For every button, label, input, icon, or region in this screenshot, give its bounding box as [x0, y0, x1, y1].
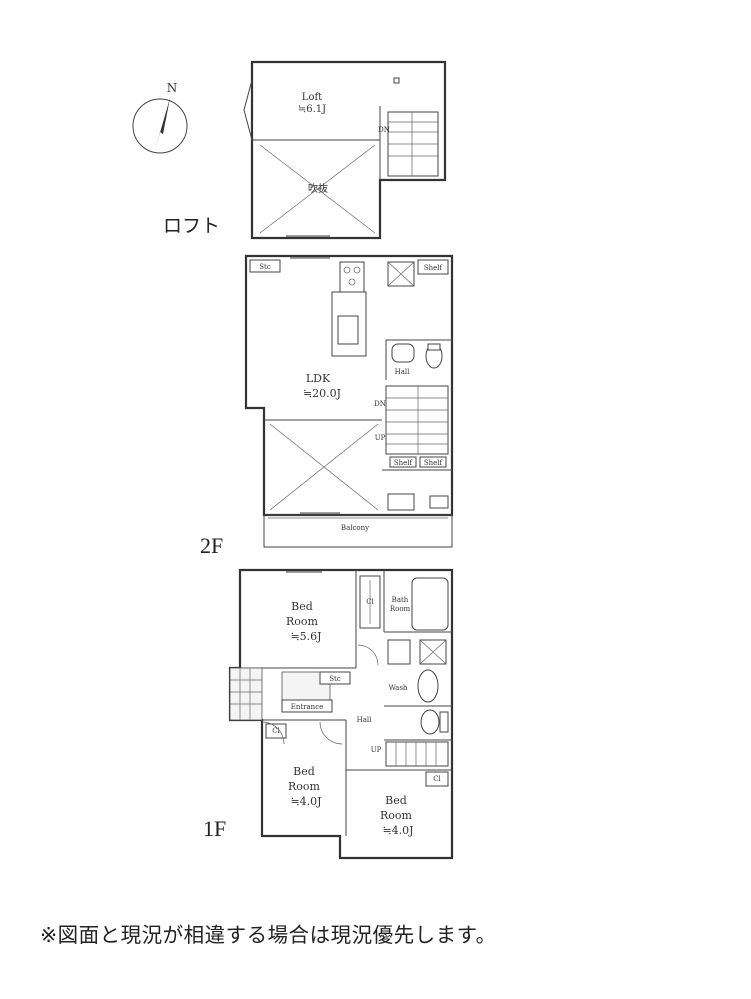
- second-floor-stairs: [385, 385, 449, 455]
- compass-north-label: N: [167, 81, 178, 95]
- bed2-label: Bed: [293, 765, 315, 778]
- second-floor-label: 2F: [200, 533, 223, 558]
- compass: N: [132, 81, 188, 154]
- loft-room-label: Loft: [302, 92, 322, 103]
- shelf2-label: Shelf: [394, 459, 414, 467]
- closet1-label: Cl: [366, 598, 374, 606]
- bed3-size: ≒4.0J: [382, 824, 413, 837]
- bed2-size: ≒4.0J: [290, 795, 321, 808]
- loft-room-size: ≒6.1J: [298, 104, 326, 115]
- entrance-tiles: [229, 667, 263, 721]
- loft-floor: Loft ≒6.1J 吹抜 DN ロフト: [163, 60, 447, 240]
- stove: [339, 261, 365, 293]
- ldk-size: ≒20.0J: [303, 387, 341, 400]
- bath-label-b: Room: [390, 605, 411, 613]
- bed3-label-b: Room: [380, 809, 413, 822]
- hall-label-2f: Hall: [395, 368, 411, 376]
- stair-dn-2f: DN: [374, 400, 386, 408]
- bed1-size: ≒5.6J: [290, 630, 321, 643]
- second-floor: Balcony Stc Shelf Hall: [200, 254, 454, 558]
- bed3-label: Bed: [385, 794, 407, 807]
- closet3-label: Cl: [433, 775, 441, 783]
- first-floor: Bed Room ≒5.6J Cl Bath Room Wash Stc Ent…: [203, 568, 454, 860]
- bath-label: Bath: [392, 596, 409, 604]
- shelf-label: Shelf: [424, 264, 444, 272]
- first-floor-label: 1F: [203, 816, 226, 841]
- balcony: [263, 514, 453, 548]
- bathtub: [411, 577, 449, 631]
- loft-stairs: [387, 111, 439, 177]
- stc-label: Stc: [259, 263, 271, 271]
- stair-up-1f: UP: [371, 746, 382, 754]
- disclaimer-note: ※図面と現況が相違する場合は現況優先します。: [40, 923, 497, 947]
- hall-label-1f: Hall: [357, 716, 373, 724]
- stair-up-2f: UP: [375, 434, 386, 442]
- bed1-label-b: Room: [286, 615, 319, 628]
- closet2-label: Cl: [272, 727, 280, 735]
- loft-floor-label: ロフト: [163, 215, 220, 237]
- loft-stair-label: DN: [378, 126, 390, 134]
- first-floor-stairs: [385, 741, 449, 767]
- compass-needle-icon: [155, 98, 170, 150]
- bed1-label: Bed: [291, 600, 313, 613]
- balcony-label: Balcony: [341, 524, 369, 532]
- bed2-label-b: Room: [288, 780, 321, 793]
- shelf3-label: Shelf: [424, 459, 444, 467]
- loft-void-label: 吹抜: [308, 182, 328, 195]
- stc-label-1f: Stc: [329, 675, 341, 683]
- entrance-label: Entrance: [291, 703, 324, 711]
- ldk-label: LDK: [306, 372, 331, 385]
- wash-label: Wash: [389, 684, 408, 692]
